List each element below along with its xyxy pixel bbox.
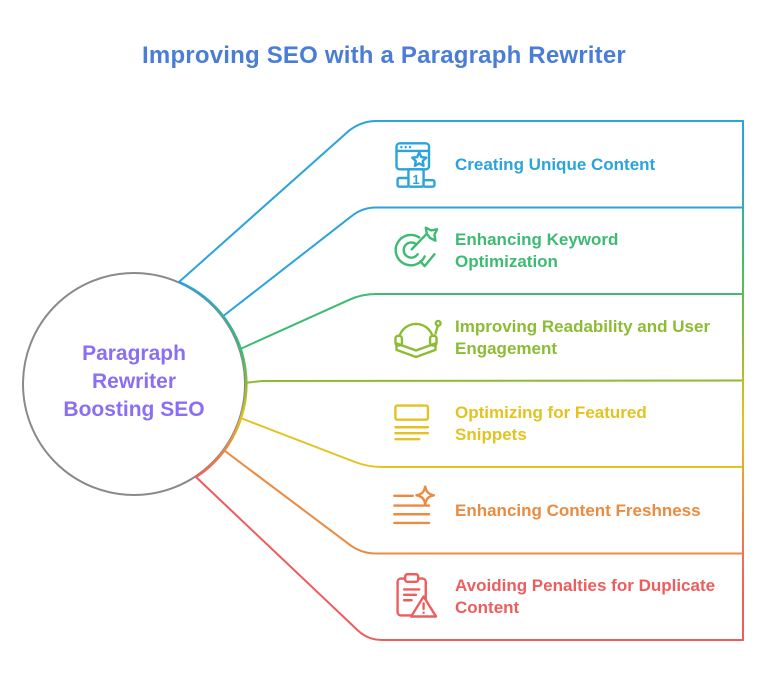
branch-row-featured-snippets: Optimizing for Featured Snippets [390, 380, 738, 467]
branch-label: Enhancing Content Freshness [455, 500, 701, 520]
branch-line-divider-5 [220, 447, 744, 555]
featured-snippet-icon [390, 398, 442, 450]
podium-rank-number: 1 [412, 171, 419, 186]
branch-line-divider-2 [237, 293, 744, 351]
page-title: Improving SEO with a Paragraph Rewriter [142, 42, 626, 69]
branch-row-duplicate-penalties: Avoiding Penalties for Duplicate Content [390, 553, 738, 640]
branch-label: Avoiding Penalties for Duplicate Content [455, 575, 716, 617]
branch-row-unique-content: 1 Creating Unique Content [390, 121, 738, 208]
sparkle-lines-icon [390, 484, 442, 537]
branch-line-divider-1 [221, 206, 744, 318]
browser-rank-icon: 1 [390, 139, 442, 191]
branch-row-keyword-optimization: Enhancing Keyword Optimization [390, 207, 738, 294]
branch-row-readability-engagement: Improving Readability and User Engagemen… [390, 294, 738, 381]
branch-line-1 [178, 120, 744, 283]
center-circle-color-arc [177, 280, 248, 479]
branch-line-divider-3 [243, 379, 744, 384]
branch-line-6 [196, 477, 744, 641]
branch-label: Enhancing Keyword Optimization [455, 229, 619, 271]
branch-row-content-freshness: Enhancing Content Freshness [390, 467, 738, 554]
branch-label: Improving Readability and User Engagemen… [455, 316, 711, 358]
branch-label: Creating Unique Content [455, 154, 656, 174]
keyword-target-icon [390, 225, 442, 277]
center-circle [22, 272, 246, 496]
audiobook-icon [390, 312, 442, 364]
clipboard-warning-icon [390, 571, 442, 623]
branch-label: Optimizing for Featured Snippets [455, 402, 647, 444]
center-circle-label: Paragraph Rewriter Boosting SEO [63, 342, 205, 421]
branch-line-divider-4 [237, 416, 744, 468]
